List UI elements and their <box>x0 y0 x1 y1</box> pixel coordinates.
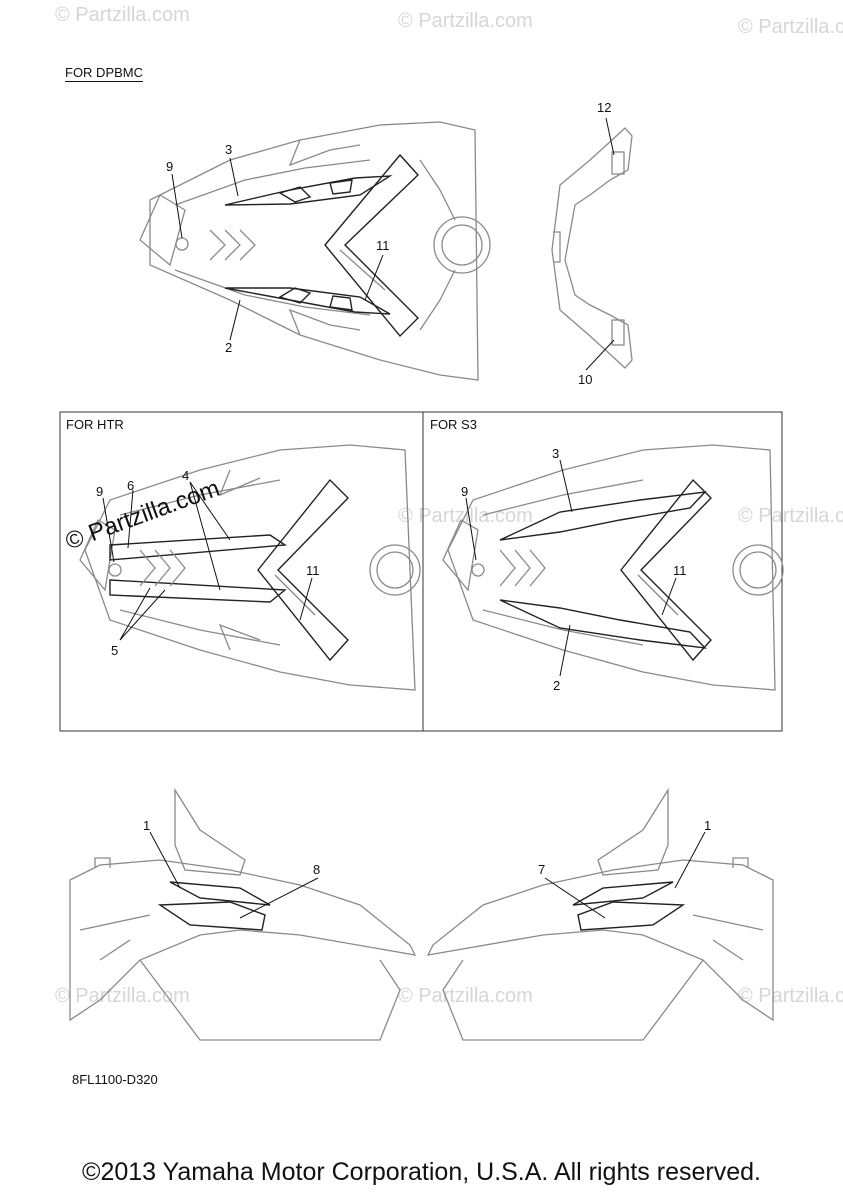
callout-number: 3 <box>225 142 233 157</box>
callout-number: 1 <box>143 818 151 833</box>
watermark: © Partzilla.com <box>738 985 843 1007</box>
watermark: © Partzilla.com <box>55 985 190 1007</box>
right-side-drawing <box>426 787 774 1041</box>
section-title-htr: FOR HTR <box>66 417 124 432</box>
watermark: © Partzilla.com <box>738 505 843 527</box>
watermark: © Partzilla.com <box>738 16 843 38</box>
callout-number: 12 <box>597 100 612 115</box>
s3-hood-drawing <box>442 444 784 691</box>
callout-number: 2 <box>553 678 561 693</box>
section-title-dpbmc: FOR DPBMC <box>65 65 143 82</box>
callout-number: 2 <box>225 340 233 355</box>
callout-number: 7 <box>538 862 546 877</box>
callout-number: 8 <box>313 862 321 877</box>
callout-number: 9 <box>96 484 104 499</box>
callout-number: 9 <box>166 159 174 174</box>
callout-number: 5 <box>111 643 119 658</box>
htr-hood-drawing <box>79 444 421 691</box>
callout-number: 6 <box>127 478 135 493</box>
diagram-part-number: 8FL1100-D320 <box>72 1072 158 1087</box>
callout-number: 10 <box>578 372 593 387</box>
left-side-drawing <box>69 787 417 1041</box>
callout-number: 9 <box>461 484 469 499</box>
callout-number: 11 <box>673 563 687 578</box>
callout-number: 1 <box>704 818 712 833</box>
section-title-s3: FOR S3 <box>430 417 477 432</box>
watermark: © Partzilla.com <box>398 985 533 1007</box>
watermark: © Partzilla.com <box>55 4 190 26</box>
callout-number: 4 <box>182 468 190 483</box>
dpbmc-side-drawing <box>551 117 633 371</box>
callout-number: 11 <box>376 238 390 253</box>
callout-number: 11 <box>306 563 320 578</box>
copyright-notice: ©2013 Yamaha Motor Corporation, U.S.A. A… <box>82 1158 761 1186</box>
watermark: © Partzilla.com <box>398 10 533 32</box>
dpbmc-hood-drawing <box>139 121 491 381</box>
callout-number: 3 <box>552 446 560 461</box>
